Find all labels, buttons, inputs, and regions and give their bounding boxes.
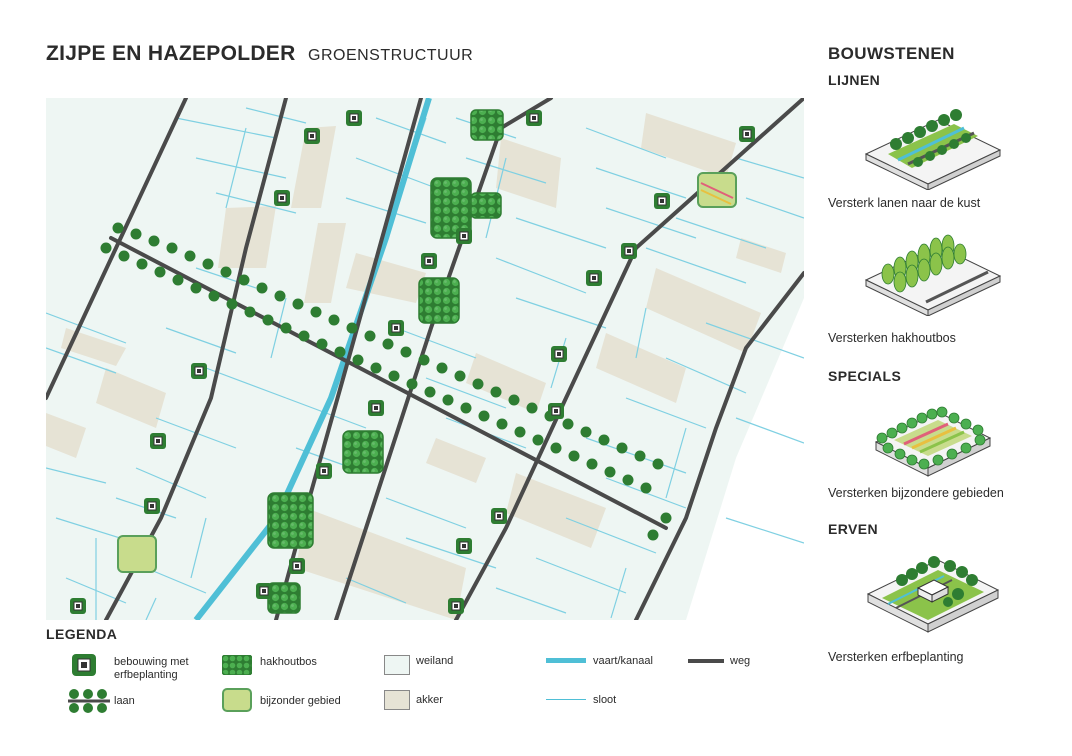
meadow-swatch — [384, 655, 410, 675]
green-structure-map — [46, 98, 804, 620]
section-heading-lijnen: LIJNEN — [828, 72, 881, 88]
tree-lane — [100, 222, 672, 541]
legend-heading: LEGENDA — [46, 626, 118, 642]
farmyards — [70, 110, 755, 614]
coppice-block-icon — [864, 234, 1002, 316]
caption-farmyard: Versterken erfbeplanting — [828, 650, 964, 664]
legend-label-coppice: hakhoutbos — [260, 656, 317, 668]
section-heading-specials: SPECIALS — [828, 368, 902, 384]
page-subtitle: GROENSTRUCTUUR — [308, 47, 474, 64]
farmyard-block-icon — [866, 556, 1000, 633]
legend-label-special: bijzonder gebied — [260, 695, 341, 707]
road-line — [688, 659, 724, 663]
legend-label-field: akker — [416, 694, 443, 706]
lane-block-icon — [864, 109, 1002, 190]
special-areas — [117, 172, 737, 573]
legend-label-ditch: sloot — [593, 694, 617, 706]
outside-area — [686, 298, 804, 620]
section-heading-erven: ERVEN — [828, 521, 878, 537]
legend-label-lane: laan — [114, 695, 135, 707]
special-block-icon — [874, 406, 992, 477]
tree-row-icon — [68, 689, 110, 713]
caption-coppice: Versterken hakhoutbos — [828, 331, 956, 345]
legend-label-road: weg — [730, 655, 751, 667]
sidebar-heading: BOUWSTENEN — [828, 44, 955, 63]
coppice-icon — [222, 655, 252, 675]
canal-line — [546, 658, 586, 663]
caption-special: Versterken bijzondere gebieden — [828, 486, 1004, 500]
roads — [46, 98, 804, 620]
coppice-woods — [267, 109, 504, 614]
legend-label-meadow: weiland — [416, 655, 454, 667]
legend-label-farmyard: bebouwing met erfbeplanting — [114, 656, 189, 681]
ditch-line — [546, 699, 586, 700]
canal — [193, 98, 432, 620]
farmyard-icon — [72, 654, 96, 676]
special-area-icon — [222, 688, 252, 712]
legend-label-canal: vaart/kanaal — [593, 655, 653, 667]
caption-lanes: Versterk lanen naar de kust — [828, 196, 981, 210]
field-swatch — [384, 690, 410, 710]
page-title: ZIJPE EN HAZEPOLDER — [46, 42, 296, 65]
